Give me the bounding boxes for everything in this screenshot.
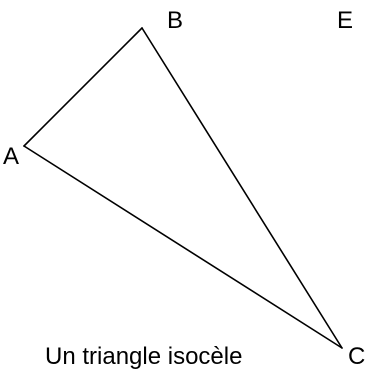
vertex-label-e: E	[337, 7, 353, 34]
edge-bc	[141, 27, 343, 349]
edge-ab	[23, 27, 143, 147]
vertex-label-c: C	[348, 343, 365, 370]
vertex-label-a: A	[3, 143, 19, 170]
edge-ca	[23, 145, 343, 349]
diagram-caption: Un triangle isocèle	[45, 343, 242, 370]
vertex-label-b: B	[167, 7, 183, 34]
